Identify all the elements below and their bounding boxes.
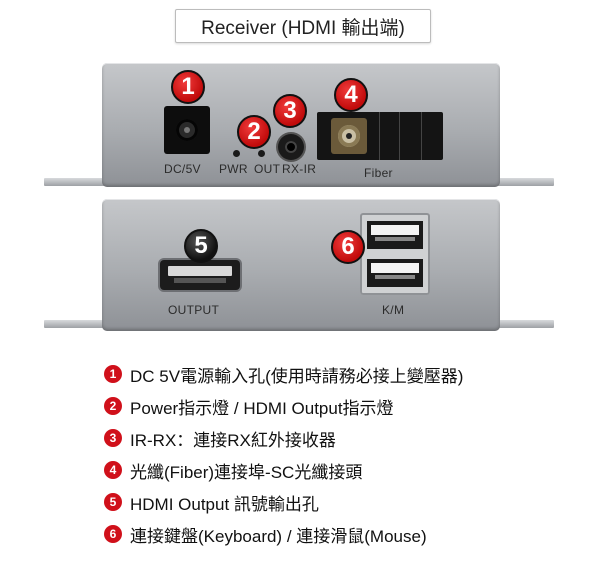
legend-number-badge: 5 [104,493,122,511]
legend-item: 3 IR-RX：連接RX紅外接收器 [104,426,336,450]
legend-text: IR-RX：連接RX紅外接收器 [130,430,336,450]
legend-number-badge: 6 [104,525,122,543]
usb-km-ports[interactable] [360,213,430,295]
label-output: OUTPUT [168,303,220,317]
badge-1: 1 [171,70,205,104]
receiver-top-panel: 1 DC/5V 2 PWR OUT 3 RX-IR 4 Fiber [102,63,500,187]
dc-power-jack[interactable] [164,106,210,154]
badge-4: 4 [334,78,368,112]
top-panel-rail-right [488,178,554,186]
receiver-bottom-panel: 5 OUTPUT 6 K/M [102,199,500,331]
hdmi-output-port[interactable] [160,260,240,290]
ir-rx-jack[interactable] [278,134,304,160]
badge-3: 3 [273,94,307,128]
legend-text: HDMI Output 訊號輸出孔 [130,494,319,514]
legend-item: 5 HDMI Output 訊號輸出孔 [104,490,319,514]
legend-text: 連接鍵盤(Keyboard) / 連接滑鼠(Mouse) [130,526,427,546]
legend-number-badge: 4 [104,461,122,479]
badge-6: 6 [331,230,365,264]
legend-item: 6 連接鍵盤(Keyboard) / 連接滑鼠(Mouse) [104,522,427,546]
legend-text: 光纖(Fiber)連接埠-SC光纖接頭 [130,462,363,482]
label-dc5v: DC/5V [164,162,201,176]
legend-text: Power指示燈 / HDMI Output指示燈 [130,398,394,418]
usb-port-top[interactable] [367,221,423,249]
usb-port-bottom[interactable] [367,259,423,287]
legend-item: 4 光纖(Fiber)連接埠-SC光纖接頭 [104,458,362,482]
legend-item: 2 Power指示燈 / HDMI Output指示燈 [104,394,394,418]
page-title: Receiver (HDMI 輸出端) [175,9,431,43]
legend-text: DC 5V電源輸入孔(使用時請務必接上變壓器) [130,366,464,386]
bottom-panel-rail-left [44,320,114,328]
out-led [258,150,265,157]
label-pwr: PWR [219,162,248,176]
badge-5: 5 [184,229,218,263]
label-out: OUT [254,162,281,176]
badge-2: 2 [237,115,271,149]
pwr-led [233,150,240,157]
legend-item: 1 DC 5V電源輸入孔(使用時請務必接上變壓器) [104,362,463,386]
label-fiber: Fiber [364,166,393,180]
fiber-port-block[interactable] [317,112,443,160]
fiber-connector [338,125,360,147]
legend-number-badge: 1 [104,365,122,383]
legend-number-badge: 2 [104,397,122,415]
dc-jack-hole [176,119,198,141]
label-km: K/M [382,303,405,317]
top-panel-rail-left [44,178,114,186]
label-rx-ir: RX-IR [282,162,317,176]
legend-number-badge: 3 [104,429,122,447]
bottom-panel-rail-right [488,320,554,328]
